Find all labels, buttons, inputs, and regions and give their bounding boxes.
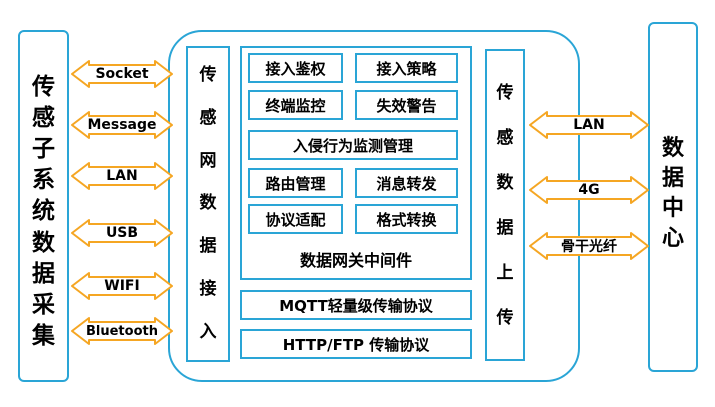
left-arrow-bluetooth: Bluetooth — [86, 323, 158, 339]
middleware-cell-routing: 路由管理 — [248, 168, 343, 198]
middleware-cell-format: 格式转换 — [355, 204, 458, 234]
protocol-http-ftp: HTTP/FTP 传输协议 — [240, 329, 472, 359]
left-double-arrow-5 — [71, 317, 173, 345]
vertical-char: 数 — [199, 193, 217, 214]
middleware-cell-protocol: 协议适配 — [248, 204, 343, 234]
vertical-char: 中 — [661, 196, 684, 221]
right-double-arrow-1 — [529, 176, 649, 204]
left-arrow-usb: USB — [105, 225, 139, 241]
vertical-char: 数 — [496, 173, 514, 193]
vertical-char: 感 — [496, 128, 514, 148]
right-arrow-fiber: 骨干光纤 — [561, 239, 617, 255]
vertical-char: 传 — [496, 83, 514, 103]
middleware-cell-policy: 接入策略 — [355, 53, 458, 83]
vertical-char: 心 — [661, 226, 684, 251]
vertical-char: 感 — [32, 105, 55, 132]
upload-column: 传感数据上传 — [485, 49, 525, 361]
vertical-char: 据 — [32, 260, 55, 287]
vertical-char: 传 — [199, 64, 217, 85]
left-double-arrow-3 — [71, 219, 173, 247]
protocol-mqtt: MQTT轻量级传输协议 — [240, 290, 472, 320]
access-column: 传感网数据接入 — [186, 46, 230, 362]
vertical-char: 传 — [32, 74, 55, 101]
middleware-cell-alarm: 失效警告 — [355, 90, 458, 120]
right-arrow-lan: LAN — [573, 117, 605, 133]
left-double-arrow-2 — [71, 162, 173, 190]
left-double-arrow-4 — [71, 272, 173, 300]
left-arrow-lan: LAN — [106, 168, 138, 184]
vertical-char: 入 — [199, 321, 217, 342]
vertical-char: 数 — [661, 136, 684, 161]
left-arrow-wifi: WIFI — [104, 278, 140, 294]
middleware-cell-auth: 接入鉴权 — [248, 53, 343, 83]
vertical-char: 集 — [32, 322, 55, 349]
vertical-char: 传 — [496, 308, 514, 328]
vertical-char: 网 — [199, 150, 217, 171]
vertical-char: 据 — [661, 166, 684, 191]
middleware-cell-forward: 消息转发 — [355, 168, 458, 198]
data-center-label: 数据中心 — [650, 134, 696, 254]
upload-column-label: 传感数据上传 — [487, 71, 523, 341]
right-double-arrow-0 — [529, 111, 649, 139]
sensor-subsystem-label: 传感子系统数据采集 — [20, 72, 67, 352]
vertical-char: 上 — [496, 263, 514, 283]
vertical-char: 子 — [32, 136, 55, 163]
vertical-char: 统 — [32, 198, 55, 225]
middleware-caption: 数据网关中间件 — [299, 251, 412, 270]
access-column-label: 传感网数据接入 — [188, 54, 228, 354]
vertical-char: 据 — [496, 218, 514, 238]
vertical-char: 采 — [32, 291, 55, 318]
left-double-arrow-0 — [71, 60, 173, 88]
vertical-char: 据 — [199, 236, 217, 257]
middleware-box — [240, 46, 472, 280]
vertical-char: 感 — [199, 107, 217, 128]
vertical-char: 数 — [32, 229, 55, 256]
middleware-cell-monitor: 终端监控 — [248, 90, 343, 120]
left-arrow-socket: Socket — [95, 66, 149, 82]
middleware-cell-intrusion: 入侵行为监测管理 — [248, 130, 458, 160]
sensor-subsystem-panel: 传感子系统数据采集 — [18, 30, 69, 382]
vertical-char: 接 — [199, 279, 217, 300]
left-arrow-message: Message — [87, 117, 157, 133]
right-arrow-4g: 4G — [578, 182, 600, 198]
right-double-arrow-2 — [529, 232, 649, 260]
vertical-char: 系 — [32, 167, 55, 194]
data-center-panel: 数据中心 — [648, 22, 698, 372]
left-double-arrow-1 — [71, 111, 173, 139]
